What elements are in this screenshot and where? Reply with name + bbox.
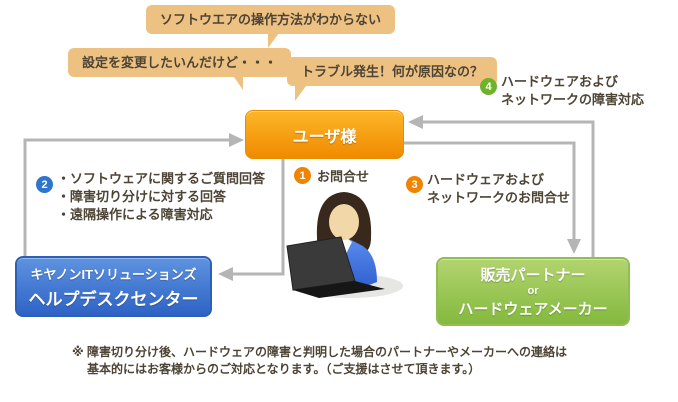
node-helpdesk-line1: キヤノンITソリューションズ [30,266,197,282]
bubble-tail [295,86,306,101]
node-user-label: ユーザ様 [292,128,357,146]
node-partner-line3: ハードウェアメーカー [458,300,608,318]
arrowhead-right [229,133,244,147]
step2-badge: 2 [36,176,53,193]
footnote: ※ 障害切り分け後、ハードウェアの障害と判明した場合のパートナーやメーカーへの連… [72,344,567,378]
node-helpdesk-line2: ヘルプデスクセンター [28,289,199,309]
step2-line: ・ソフトウェアに関するご質問回答 [57,171,266,186]
arrowhead-left-1 [218,267,233,281]
node-partner-line1: 販売パートナー [480,267,586,285]
bubble-trouble-question-text: トラブル発生！何が原因なの？ [301,64,484,79]
bubble-settings-question-text: 設定を変更したいんだけど・・・ [82,55,278,70]
hair-front [327,197,361,214]
footnote-line1: ※ 障害切り分け後、ハードウェアの障害と判明した場合のパートナーやメーカーへの連… [72,345,568,359]
bubble-software-question-text: ソフトウエアの操作方法がわからない [160,12,382,27]
step2-line: ・遠隔操作による障害対応 [57,207,213,222]
arrowhead-left-2 [408,115,423,129]
step3-line: ネットワークのお問合せ [427,190,571,205]
bubble-software-question: ソフトウエアの操作方法がわからない [146,5,396,48]
jacket [311,238,377,289]
step4-line: ハードウェアおよび [501,74,619,89]
laptop-screen [286,236,356,291]
node-partner-line2: or [527,285,539,298]
arrowhead-down [567,239,581,254]
bubble-tail [234,77,243,90]
bubble-trouble-question: トラブル発生！何が原因なの？ [287,57,498,101]
step4-number: 4 [485,80,492,93]
bubble-settings-question: 設定を変更したいんだけど・・・ [68,48,292,90]
step4-line: ネットワークの障害対応 [501,92,645,107]
step4-label: ハードウェアおよび ネットワークの障害対応 [501,73,644,109]
step2-number: 2 [41,178,48,191]
shirt [336,236,352,258]
step1-number: 1 [299,169,306,182]
node-user: ユーザ様 [245,110,404,159]
node-helpdesk-center: キヤノンITソリューションズ ヘルプデスクセンター [15,256,212,317]
step3-number: 3 [411,178,418,191]
step3-line: ハードウェアおよび [427,172,545,187]
hair-back [316,192,372,254]
shadow [299,274,403,298]
step2-label: ・ソフトウェアに関するご質問回答 ・障害切り分けに対する回答 ・遠隔操作による障… [57,170,265,224]
step3-badge: 3 [406,176,423,193]
step1-badge: 1 [294,167,311,184]
node-sales-partner: 販売パートナー or ハードウェアメーカー [436,257,630,326]
step3-label: ハードウェアおよび ネットワークのお問合せ [427,171,570,207]
footnote-line2: 基本的にはお客様からのご対応となります。（ご支援はさせて頂きます。） [87,362,481,376]
face [329,204,359,240]
bubble-tail [268,33,279,48]
user-at-laptop-illustration [286,192,403,298]
step4-badge: 4 [480,78,497,95]
step2-line: ・障害切り分けに対する回答 [57,189,227,204]
laptop-base [293,281,385,298]
step1-label: お問合せ [317,169,370,184]
